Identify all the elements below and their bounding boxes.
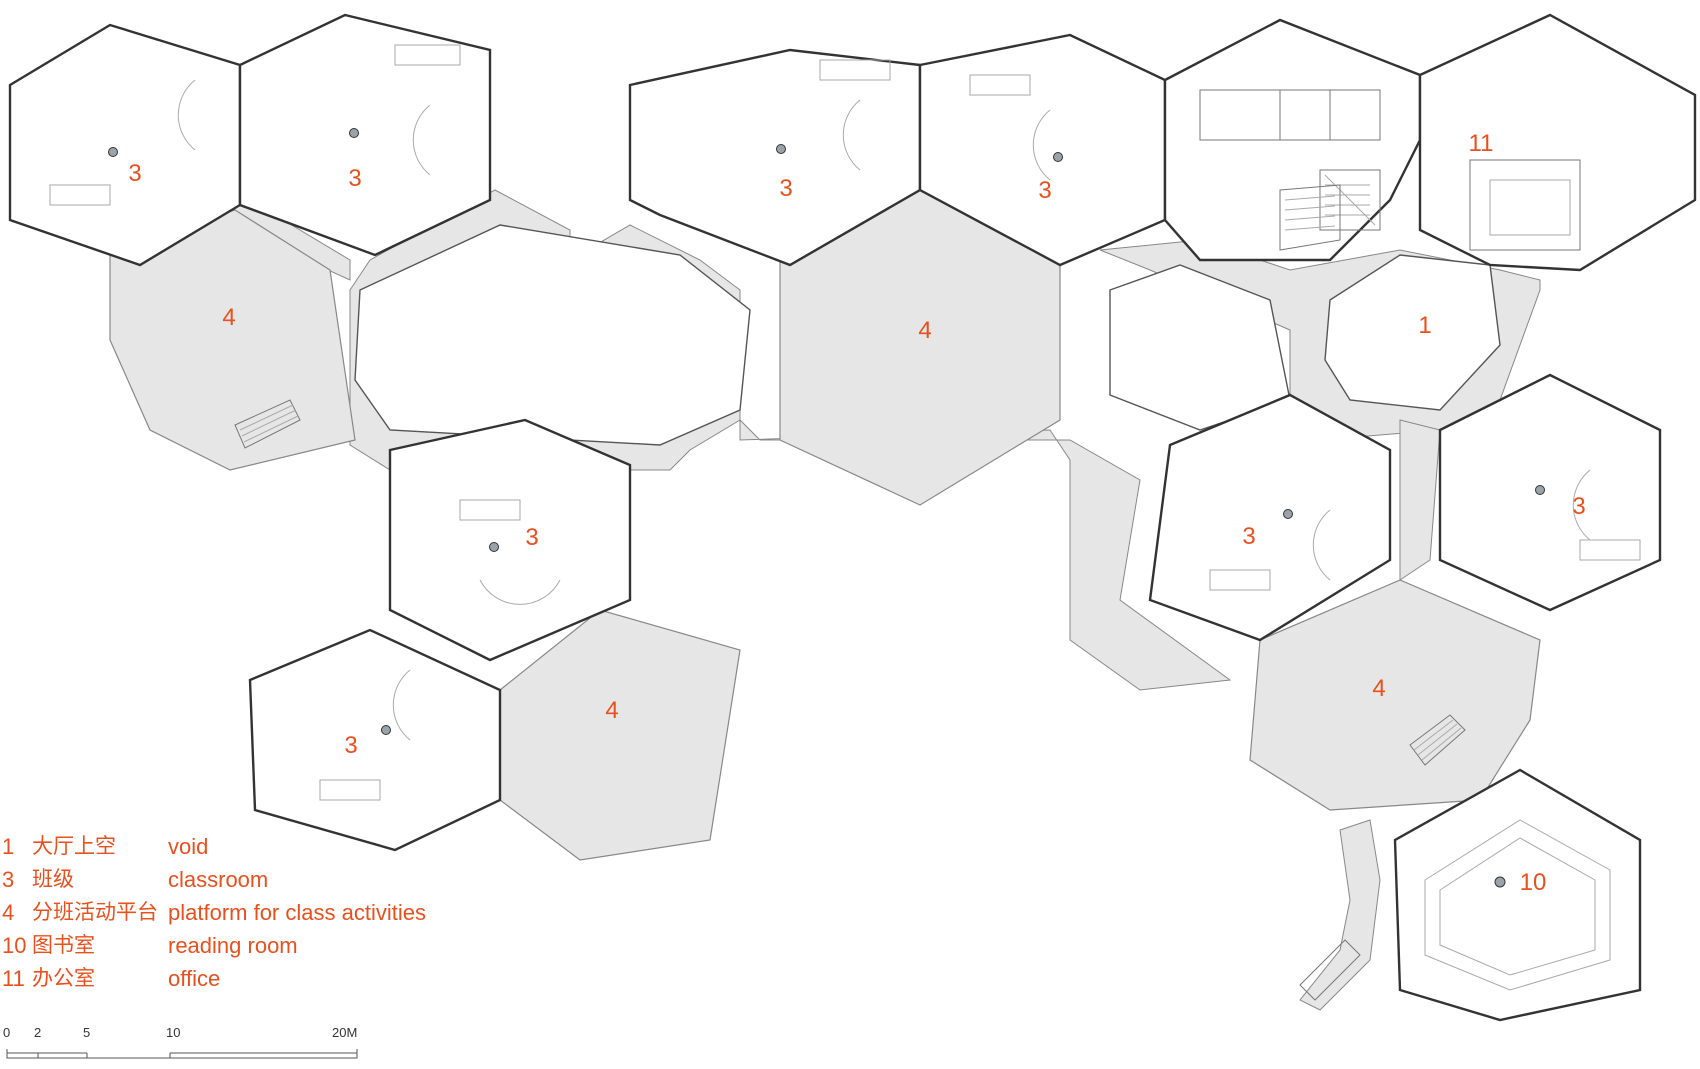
legend-chinese: 分班活动平台: [32, 900, 158, 924]
office-11: [1418, 13, 1697, 272]
scale-bar-lines: [6, 1049, 358, 1059]
legend-row: 3 班级 classroom: [2, 863, 426, 896]
legend-number: 11: [2, 966, 25, 991]
label-reading-room: 10: [1520, 869, 1547, 896]
scale-tick-label: 20M: [332, 1025, 358, 1040]
legend-number: 1: [2, 834, 15, 859]
legend-english: platform for class activities: [168, 900, 426, 925]
reading-room: [1393, 768, 1642, 1022]
classroom-5: [388, 418, 632, 662]
legend-english: office: [168, 966, 221, 991]
label-classroom-2: 3: [348, 165, 361, 192]
legend-english: classroom: [168, 867, 269, 892]
legend: 1 大厅上空 void 3 班级 classroom 4 分班活动平台 plat…: [2, 830, 426, 995]
scale-tick-label: 0: [3, 1025, 11, 1040]
stairs: [234, 184, 1466, 1001]
legend-chinese: 图书室: [32, 933, 95, 957]
label-platform-2: 4: [918, 317, 931, 344]
legend-row: 11 办公室 office: [2, 962, 426, 995]
library: [1393, 768, 1642, 1022]
label-platform-3: 4: [605, 697, 618, 724]
classroom-3: [628, 48, 922, 267]
legend-chinese: 办公室: [32, 966, 95, 990]
legend-number: 4: [2, 900, 15, 925]
label-classroom-7: 3: [1242, 523, 1255, 550]
legend-row: 4 分班活动平台 platform for class activities: [2, 896, 426, 929]
voids: [354, 224, 1501, 446]
center-dots: [108, 128, 1545, 888]
legend-chinese: 班级: [32, 867, 74, 891]
void-left: [354, 224, 751, 446]
classroom-6: [248, 628, 502, 852]
legend-english: void: [168, 834, 209, 859]
label-classroom-8: 3: [1572, 493, 1585, 520]
legend-number: 10: [2, 933, 27, 958]
room-labels: 3 3 3 3 3 3 3 3 4 4 4 4 1 10 11: [128, 130, 1585, 896]
label-platform-4: 4: [1372, 675, 1385, 702]
legend-chinese: 大厅上空: [32, 834, 116, 858]
label-classroom-6: 3: [344, 732, 357, 759]
label-void-1: 1: [1418, 312, 1431, 339]
classroom-furniture: [49, 44, 1641, 801]
label-classroom-3: 3: [779, 175, 792, 202]
scale-tick-label: 2: [34, 1025, 42, 1040]
void-1: [1324, 254, 1501, 411]
classroom-2: [238, 13, 492, 257]
platforms: [109, 189, 1541, 861]
legend-row: 1 大厅上空 void: [2, 830, 426, 863]
label-classroom-4: 3: [1038, 177, 1051, 204]
office-block: [1163, 13, 1697, 272]
legend-number: 3: [2, 867, 15, 892]
legend-row: 10 图书室 reading room: [2, 929, 426, 962]
platform-4: [1249, 579, 1541, 811]
label-classroom-5: 3: [525, 524, 538, 551]
classrooms: [8, 13, 1662, 852]
label-office: 11: [1469, 130, 1494, 157]
classroom-8: [1438, 373, 1662, 612]
label-classroom-1: 3: [128, 160, 141, 187]
label-platform-1: 4: [222, 304, 235, 331]
scale-bar: 0 2 5 10 20M: [0, 1025, 360, 1065]
legend-english: reading room: [168, 933, 298, 958]
scale-tick-label: 10: [166, 1025, 181, 1040]
platform-3: [499, 609, 741, 861]
scale-tick-label: 5: [83, 1025, 91, 1040]
